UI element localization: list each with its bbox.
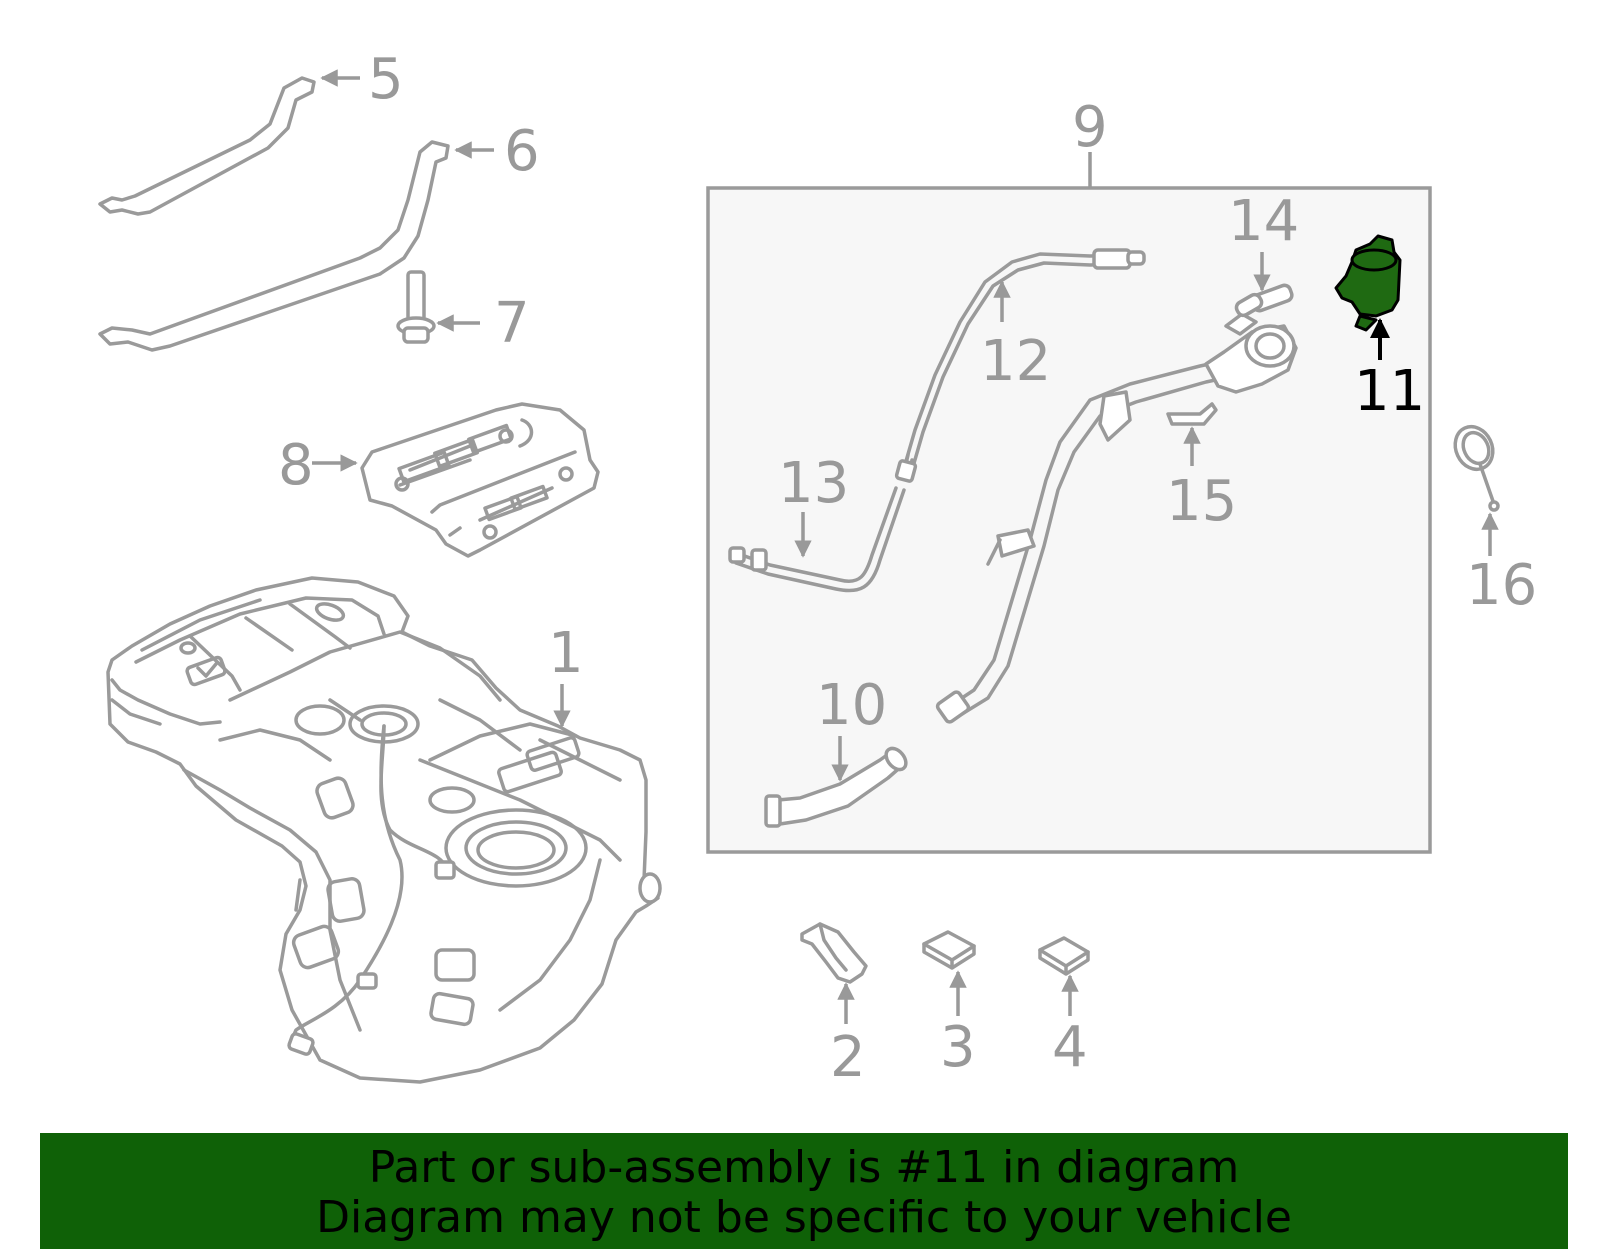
- part-6-strap: [98, 140, 494, 352]
- part-16-fuel-cap: [1453, 424, 1500, 556]
- callout-10: 10: [816, 673, 887, 738]
- info-banner: Part or sub-assembly is #11 in diagram D…: [40, 1133, 1568, 1249]
- callout-16: 16: [1466, 553, 1537, 618]
- banner-line-2: Diagram may not be specific to your vehi…: [316, 1192, 1292, 1243]
- part-5-strap: [98, 69, 360, 216]
- callout-3: 3: [940, 1015, 976, 1080]
- part-3-pad: [922, 930, 976, 1016]
- callout-12: 12: [980, 329, 1051, 394]
- callout-1: 1: [548, 621, 584, 686]
- callout-2: 2: [830, 1025, 866, 1090]
- callout-15: 15: [1166, 469, 1237, 534]
- part-7-bolt: [396, 270, 480, 344]
- callout-6: 6: [504, 119, 540, 184]
- part-13-vent-hose: [728, 453, 918, 593]
- callout-4: 4: [1052, 1015, 1088, 1080]
- part-4-pad: [1038, 936, 1090, 1016]
- part-12-vent-tube: [900, 248, 1146, 479]
- callout-8: 8: [278, 433, 314, 498]
- part-11-highlighted: [1334, 234, 1402, 360]
- banner-line-1: Part or sub-assembly is #11 in diagram: [368, 1142, 1240, 1193]
- callout-7: 7: [494, 291, 530, 356]
- part-2-bracket: [800, 922, 868, 1024]
- part-10-filler-hose: [764, 736, 908, 828]
- part-15-clip: [1166, 402, 1218, 466]
- part-8-heat-shield: [312, 402, 600, 558]
- callout-13: 13: [778, 451, 849, 516]
- callout-5: 5: [368, 47, 404, 112]
- part-1-fuel-tank: [106, 576, 662, 1084]
- callout-11: 11: [1354, 359, 1425, 424]
- callout-9: 9: [1072, 95, 1108, 160]
- filler-pipe: [935, 252, 1298, 724]
- assembly-box-9: [706, 186, 1432, 854]
- callout-14: 14: [1228, 189, 1299, 254]
